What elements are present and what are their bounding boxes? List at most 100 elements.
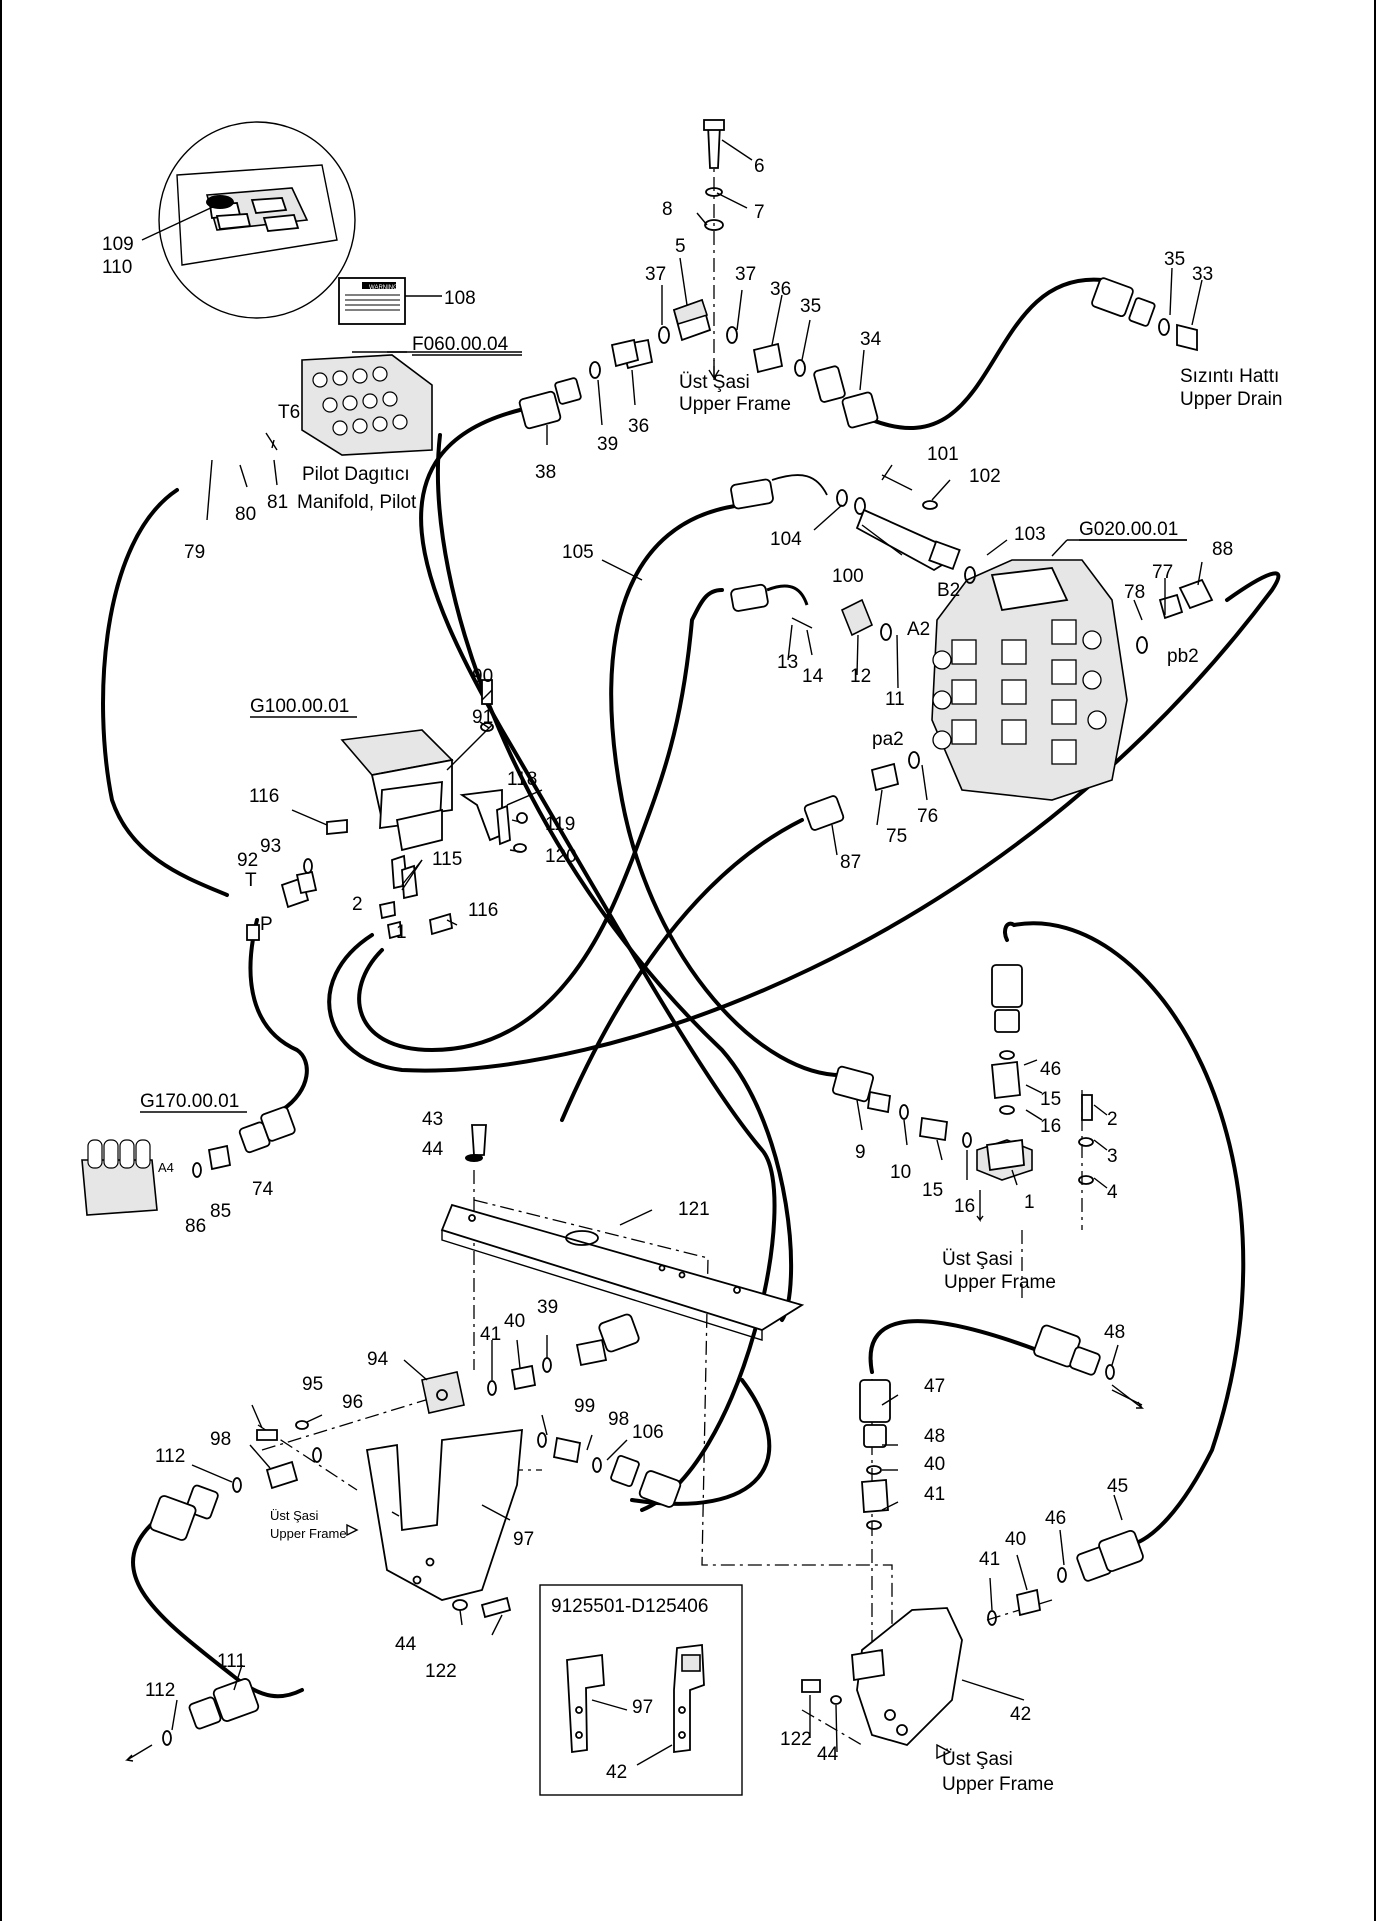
hose-47 xyxy=(868,1319,1039,1374)
warning-label xyxy=(338,277,442,325)
bracket-42 xyxy=(125,1324,1145,1762)
callout-38: 38 xyxy=(535,462,556,483)
callout-98: 98 xyxy=(608,1409,629,1430)
warning-label-text: WARNING xyxy=(369,285,398,291)
callout-9: 9 xyxy=(855,1142,866,1163)
callout-41: 41 xyxy=(979,1549,1000,1570)
hose-loop-1 xyxy=(357,588,724,1053)
callout-36: 36 xyxy=(770,279,791,300)
upper-frame-bottom-en: Upper Frame xyxy=(942,1774,1054,1795)
callout-122: 122 xyxy=(780,1729,812,1750)
callout-42: 42 xyxy=(1010,1704,1031,1725)
callout-75: 75 xyxy=(886,826,907,847)
callout-pa2: pa2 xyxy=(872,729,904,750)
leader-lines xyxy=(171,139,1203,1753)
hose-74 xyxy=(248,918,309,1112)
upper-frame-bottom-tr: Üst Şasi xyxy=(942,1749,1013,1770)
hose-mid-crossing xyxy=(435,433,794,1322)
hose-center-long xyxy=(630,1378,772,1506)
callout-37: 37 xyxy=(645,264,666,285)
top-fittings xyxy=(518,119,1198,430)
callout-43: 43 xyxy=(422,1109,443,1130)
callout-33: 33 xyxy=(1192,264,1213,285)
callout-100: 100 xyxy=(832,566,864,587)
callout-90: 90 xyxy=(472,666,493,687)
hose-right-15 xyxy=(1003,921,1246,1547)
callout-42: 42 xyxy=(606,1762,627,1783)
callout-116: 116 xyxy=(468,900,498,921)
callout-g020: G020.00.01 xyxy=(1079,519,1178,540)
callout-13: 13 xyxy=(777,652,798,673)
callout-48: 48 xyxy=(924,1426,945,1447)
callout-106: 106 xyxy=(632,1422,664,1443)
plate-121 xyxy=(440,1124,805,1341)
callout-119: 119 xyxy=(545,814,575,835)
g170-block xyxy=(81,1106,296,1216)
drain-label-tr: Sızıntı Hattı xyxy=(1180,366,1279,387)
part-callouts: 6 7 8 5 37 37 36 35 34 35 33 38 39 36 10… xyxy=(102,156,1233,1783)
callout-74: 74 xyxy=(252,1179,274,1200)
callout-6: 6 xyxy=(754,156,765,177)
hose-111 xyxy=(131,1513,304,1699)
callout-40: 40 xyxy=(504,1311,525,1332)
callout-t6: T6 xyxy=(278,402,300,423)
callout-15: 15 xyxy=(1040,1089,1061,1110)
callout-80: 80 xyxy=(235,504,256,525)
pilot-manifold xyxy=(301,351,522,456)
callout-102: 102 xyxy=(969,466,1001,487)
callout-12: 12 xyxy=(850,666,871,687)
serial-range-inset xyxy=(539,1584,743,1796)
callout-37: 37 xyxy=(735,264,756,285)
callout-34: 34 xyxy=(860,329,882,350)
callout-116: 116 xyxy=(249,786,279,807)
callout-3: 3 xyxy=(1107,1146,1118,1167)
callout-78: 78 xyxy=(1124,582,1145,603)
hose-loop-2 xyxy=(327,571,1281,1073)
callout-105: 105 xyxy=(562,542,594,563)
callout-16: 16 xyxy=(954,1196,975,1217)
callout-t: T xyxy=(245,870,257,891)
callout-35: 35 xyxy=(1164,249,1185,270)
callout-103: 103 xyxy=(1014,524,1046,545)
callout-120: 120 xyxy=(545,846,577,867)
callout-35: 35 xyxy=(800,296,821,317)
callout-4: 4 xyxy=(1107,1182,1118,1203)
callout-95: 95 xyxy=(302,1374,323,1395)
callout-48: 48 xyxy=(1104,1322,1125,1343)
callout-44: 44 xyxy=(422,1139,444,1160)
callout-16: 16 xyxy=(1040,1116,1061,1137)
callout-40: 40 xyxy=(1005,1529,1026,1550)
callout-g170: G170.00.01 xyxy=(140,1091,239,1112)
hose-hose-upper xyxy=(609,503,849,1078)
callout-110: 110 xyxy=(102,257,132,278)
callout-11: 11 xyxy=(885,689,905,710)
callout-15: 15 xyxy=(922,1180,943,1201)
callout-f060: F060.00.04 xyxy=(412,334,509,355)
bracket-97 xyxy=(149,1313,682,1619)
callout-pb2: pb2 xyxy=(1167,646,1199,667)
callout-85: 85 xyxy=(210,1201,231,1222)
upper-frame-top-en: Upper Frame xyxy=(679,394,791,415)
callout-97: 97 xyxy=(513,1529,534,1550)
upper-frame-left-tr: Üst Şasi xyxy=(270,1508,319,1523)
group-label-underlines xyxy=(140,354,1187,1113)
callout-91: 91 xyxy=(472,707,493,728)
control-valve xyxy=(931,539,1187,801)
callout-104: 104 xyxy=(770,529,802,550)
hoses xyxy=(101,277,1281,1699)
callout-36: 36 xyxy=(628,416,649,437)
callout-41: 41 xyxy=(924,1484,945,1505)
upper-frame-mid-tr: Üst Şasi xyxy=(942,1249,1013,1270)
callout-112: 112 xyxy=(155,1446,185,1467)
upper-frame-mid-en: Upper Frame xyxy=(944,1272,1056,1293)
callout-41: 41 xyxy=(480,1324,501,1345)
callout-115: 115 xyxy=(432,849,462,870)
callout-94: 94 xyxy=(367,1349,389,1370)
callout-1: 1 xyxy=(1024,1192,1035,1213)
callout-98: 98 xyxy=(210,1429,231,1450)
callout-14: 14 xyxy=(802,666,824,687)
upper-frame-block xyxy=(831,964,1094,1223)
callout-118: 118 xyxy=(507,769,537,790)
callout-b2: B2 xyxy=(937,580,960,601)
